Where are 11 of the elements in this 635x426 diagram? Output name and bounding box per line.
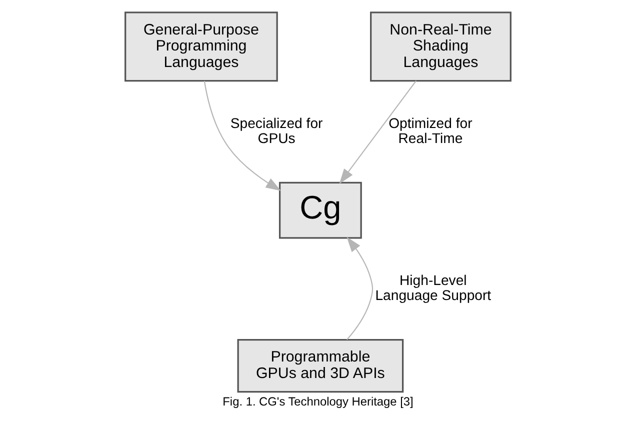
node-box: Programmable GPUs and 3D APIs (236, 339, 404, 393)
node-box: General-Purpose Programming Languages (124, 12, 278, 82)
edge-label: Specialized for GPUs (230, 114, 322, 146)
node-box: Non-Real-Time Shading Languages (370, 12, 511, 82)
node-box: Cg (278, 182, 362, 239)
caption: Fig. 1. CG's Technology Heritage [3] (222, 394, 413, 409)
edge-label: Optimized for Real-Time (388, 114, 472, 146)
edge-label: High-Level Language Support (374, 272, 491, 304)
arrow (346, 236, 373, 340)
arrow (203, 80, 281, 191)
arrow (338, 80, 416, 184)
